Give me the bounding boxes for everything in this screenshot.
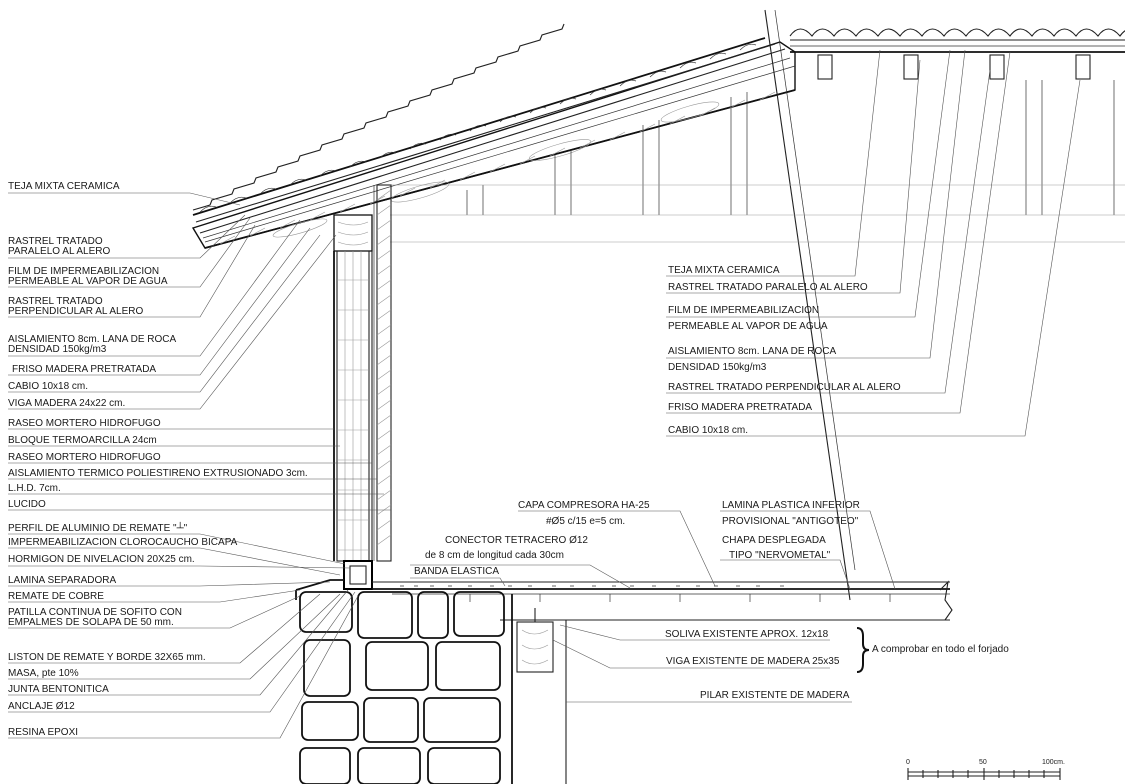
floor-leaders: [410, 510, 896, 703]
label-teja: TEJA MIXTA CERAMICA: [8, 181, 120, 192]
label-patilla-a: PATILLA CONTINUA DE SOFITO CON: [8, 607, 182, 618]
label-viga: VIGA MADERA 24x22 cm.: [8, 398, 125, 409]
right-leaders: [666, 49, 1081, 437]
ridge-section: [380, 9, 1125, 601]
rlabel-teja: TEJA MIXTA CERAMICA: [668, 265, 780, 276]
left-leaders: [8, 192, 391, 739]
label-rastrel-2b: PERPENDICULAR AL ALERO: [8, 306, 143, 317]
label-banda-elastica: BANDA ELASTICA: [414, 566, 499, 577]
grouping-brace: [856, 627, 870, 673]
rlabel-cabio: CABIO 10x18 cm.: [668, 425, 748, 436]
label-rastrel-1b: PARALELO AL ALERO: [8, 246, 110, 257]
label-aislamiento-a: AISLAMIENTO 8cm. LANA DE ROCA: [8, 334, 177, 345]
label-patilla-b: EMPALMES DE SOLAPA DE 50 mm.: [8, 617, 174, 628]
label-aislamiento-termico: AISLAMIENTO TERMICO POLIESTIRENO EXTRUSI…: [8, 468, 308, 479]
label-film-b: PERMEABLE AL VAPOR DE AGUA: [8, 276, 168, 287]
label-resina: RESINA EPOXI: [8, 727, 78, 738]
label-comprobar: A comprobar en todo el forjado: [872, 644, 1009, 655]
label-conector-spec: de 8 cm de longitud cada 30cm: [425, 550, 564, 561]
label-rastrel-2a: RASTREL TRATADO: [8, 296, 103, 307]
rlabel-aislamiento-a: AISLAMIENTO 8cm. LANA DE ROCA: [668, 346, 837, 357]
label-lhd: L.H.D. 7cm.: [8, 483, 61, 494]
scale-tick-50: 50: [979, 759, 987, 766]
label-chapa: CHAPA DESPLEGADA: [722, 535, 826, 546]
label-perfil: PERFIL DE ALUMINIO DE REMATE "┴": [8, 521, 188, 534]
label-soliva: SOLIVA EXISTENTE APROX. 12x18: [665, 629, 829, 640]
label-liston: LISTON DE REMATE Y BORDE 32X65 mm.: [8, 652, 206, 663]
label-junta: JUNTA BENTONITICA: [8, 684, 109, 695]
rlabel-rastrel-paralelo: RASTREL TRATADO PARALELO AL ALERO: [668, 282, 868, 293]
rlabel-aislamiento-b: DENSIDAD 150kg/m3: [668, 362, 767, 373]
scale-tick-0: 0: [906, 759, 910, 766]
label-lucido: LUCIDO: [8, 499, 46, 510]
label-film-a: FILM DE IMPERMEABILIZACION: [8, 266, 159, 277]
left-labels: TEJA MIXTA CERAMICA RASTREL TRATADO PARA…: [8, 181, 308, 738]
label-impermeabilizacion: IMPERMEABILIZACION CLOROCAUCHO BICAPA: [8, 537, 238, 548]
label-rastrel-1a: RASTREL TRATADO: [8, 236, 103, 247]
label-friso: FRISO MADERA PRETRATADA: [12, 364, 156, 375]
scale-bar: 0 50 100cm.: [906, 759, 1065, 780]
label-capa-compresora-spec: #Ø5 c/15 e=5 cm.: [546, 516, 625, 527]
label-raseo-2: RASEO MORTERO HIDROFUGO: [8, 452, 161, 463]
floor-labels: CAPA COMPRESORA HA-25 #Ø5 c/15 e=5 cm. C…: [414, 500, 1009, 701]
scale-tick-100: 100cm.: [1042, 759, 1065, 766]
label-masa: MASA, pte 10%: [8, 668, 79, 679]
roof-section: [191, 23, 796, 249]
rlabel-friso: FRISO MADERA PRETRATADA: [668, 402, 812, 413]
label-lamina-plastica-spec: PROVISIONAL "ANTIGOTEO": [722, 516, 859, 527]
label-viga-existente: VIGA EXISTENTE DE MADERA 25x35: [666, 656, 840, 667]
label-chapa-spec: TIPO "NERVOMETAL": [729, 550, 831, 561]
right-labels: TEJA MIXTA CERAMICA RASTREL TRATADO PARA…: [668, 265, 901, 436]
floor-slab: [372, 580, 953, 621]
label-raseo-1: RASEO MORTERO HIDROFUGO: [8, 418, 161, 429]
label-hormigon: HORMIGON DE NIVELACION 20X25 cm.: [8, 554, 195, 565]
label-lamina-plastica: LAMINA PLASTICA INFERIOR: [722, 500, 860, 511]
label-pilar: PILAR EXISTENTE DE MADERA: [700, 690, 850, 701]
label-bloque: BLOQUE TERMOARCILLA 24cm: [8, 435, 157, 446]
label-lamina-separadora: LAMINA SEPARADORA: [8, 575, 117, 586]
label-anclaje: ANCLAJE Ø12: [8, 701, 75, 712]
rlabel-film-b: PERMEABLE AL VAPOR DE AGUA: [668, 321, 828, 332]
rlabel-rastrel-perpendicular: RASTREL TRATADO PERPENDICULAR AL ALERO: [668, 382, 901, 393]
label-remate-cobre: REMATE DE COBRE: [8, 591, 104, 602]
label-capa-compresora: CAPA COMPRESORA HA-25: [518, 500, 650, 511]
rlabel-film-a: FILM DE IMPERMEABILIZACION: [668, 305, 819, 316]
wall-section: [295, 184, 392, 600]
label-aislamiento-b: DENSIDAD 150kg/m3: [8, 344, 107, 355]
label-conector: CONECTOR TETRACERO Ø12: [445, 535, 588, 546]
stone-wall: [299, 591, 567, 784]
label-cabio: CABIO 10x18 cm.: [8, 381, 88, 392]
